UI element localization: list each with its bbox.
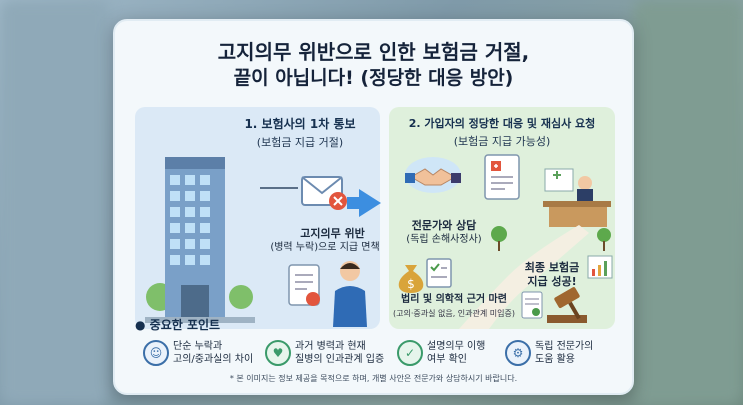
rejection-letter-icon	[301, 176, 347, 210]
key-points-section: ● 중요한 포인트 ☺ 단순 누락과 고의/중과실의 차이 ♥ 과거 병력과 현…	[135, 316, 615, 376]
money-bag-icon: $	[398, 265, 424, 293]
checklist-icon	[426, 258, 452, 288]
tree-icon-2	[597, 228, 611, 251]
person-check-icon: ☺	[143, 340, 169, 366]
heart-pulse-icon: ♥	[265, 340, 291, 366]
confused-person-icon	[333, 261, 367, 327]
step2-title: 2. 가입자의 정당한 대응 및 재심사 요청	[408, 117, 596, 130]
point-1-line-2: 고의/중과실의 차이	[173, 354, 254, 365]
point-item-4: ⚙ 독립 전문가의 도움 활용	[505, 336, 593, 370]
office-building-icon	[145, 157, 255, 323]
advisor-desk-icon	[543, 168, 611, 227]
consult-label: 전문가와 상담	[411, 219, 477, 232]
gavel-icon	[547, 287, 587, 323]
point-text-3: 설명의무 이행 여부 확인	[427, 340, 485, 366]
evidence-sublabel: (고의·중과실 없음, 인과관계 미입증)	[393, 309, 515, 318]
svg-text:$: $	[407, 277, 415, 291]
step1-title: 1. 보험사의 1차 통보	[244, 117, 356, 131]
point-item-2: ♥ 과거 병력과 현재 질병의 인과관계 입증	[265, 336, 384, 370]
flow-arrow-icon	[359, 189, 381, 217]
key-points-title-text: 중요한 포인트	[149, 318, 221, 332]
arrow-left-line	[260, 187, 298, 189]
point-item-1: ☺ 단순 누락과 고의/중과실의 차이	[143, 336, 253, 370]
key-points-title: ● 중요한 포인트	[135, 318, 221, 332]
point-2-line-1: 과거 병력과 현재	[295, 341, 366, 352]
step1-caption-1: 고지의무 위반	[300, 227, 365, 240]
point-4-line-2: 도움 활용	[535, 354, 575, 365]
medical-report-icon	[484, 154, 520, 200]
point-2-line-2: 질병의 인과관계 입증	[295, 354, 385, 365]
tree-icon	[491, 226, 507, 251]
step1-heading: 1. 보험사의 1차 통보 (보험금 지급 거절)	[225, 115, 375, 150]
step1-panel: 1. 보험사의 1차 통보 (보험금 지급 거절)	[135, 107, 380, 329]
flow-arrow-tail	[347, 197, 361, 209]
clipboard-icon: ✓	[397, 340, 423, 366]
step2-subtitle: (보험금 지급 가능성)	[453, 135, 551, 148]
point-text-1: 단순 누락과 고의/중과실의 차이	[173, 340, 253, 366]
point-text-2: 과거 병력과 현재 질병의 인과관계 입증	[295, 340, 384, 366]
evidence-label: 법리 및 의학적 근거 마련	[401, 294, 507, 305]
consult-sublabel: (독립 손해사정사)	[406, 234, 482, 245]
title-line-2: 끝이 아닙니다! (정당한 대응 방안)	[233, 67, 514, 89]
footnote: * 본 이미지는 정보 제공을 목적으로 하며, 개별 사안은 전문가와 상담하…	[229, 374, 518, 383]
point-1-line-1: 단순 누락과	[173, 341, 223, 352]
path-road-icon	[459, 225, 589, 329]
point-item-3: ✓ 설명의무 이행 여부 확인	[397, 336, 485, 370]
approved-document-icon	[521, 291, 543, 319]
infographic-title: 고지의무 위반으로 인한 보험금 거절, 끝이 아닙니다! (정당한 대응 방안…	[115, 39, 632, 91]
background-blur-right	[633, 0, 743, 405]
point-4-line-1: 독립 전문가의	[535, 341, 594, 352]
step1-caption-2: (병력 누락)으로 지급 면책	[270, 242, 380, 253]
point-3-line-1: 설명의무 이행	[427, 341, 486, 352]
gear-icon: ⚙	[505, 340, 531, 366]
point-3-line-2: 여부 확인	[427, 354, 467, 365]
rejected-document-icon	[288, 264, 320, 306]
success-label-1: 최종 보험금	[524, 261, 580, 274]
handshake-icon	[405, 157, 461, 193]
success-label-2: 지급 성공!	[527, 275, 577, 288]
step2-panel: 2. 가입자의 정당한 대응 및 재심사 요청 (보험금 지급 가능성) 전문가…	[389, 107, 615, 329]
background-blur-left	[0, 0, 110, 405]
infographic-card: 고지의무 위반으로 인한 보험금 거절, 끝이 아닙니다! (정당한 대응 방안…	[113, 19, 634, 395]
step1-subtitle: (보험금 지급 거절)	[256, 136, 344, 149]
step2-heading: 2. 가입자의 정당한 대응 및 재심사 요청 (보험금 지급 가능성)	[391, 115, 613, 149]
growth-chart-icon	[587, 255, 613, 279]
point-text-4: 독립 전문가의 도움 활용	[535, 340, 593, 366]
title-line-1: 고지의무 위반으로 인한 보험금 거절,	[217, 40, 530, 64]
